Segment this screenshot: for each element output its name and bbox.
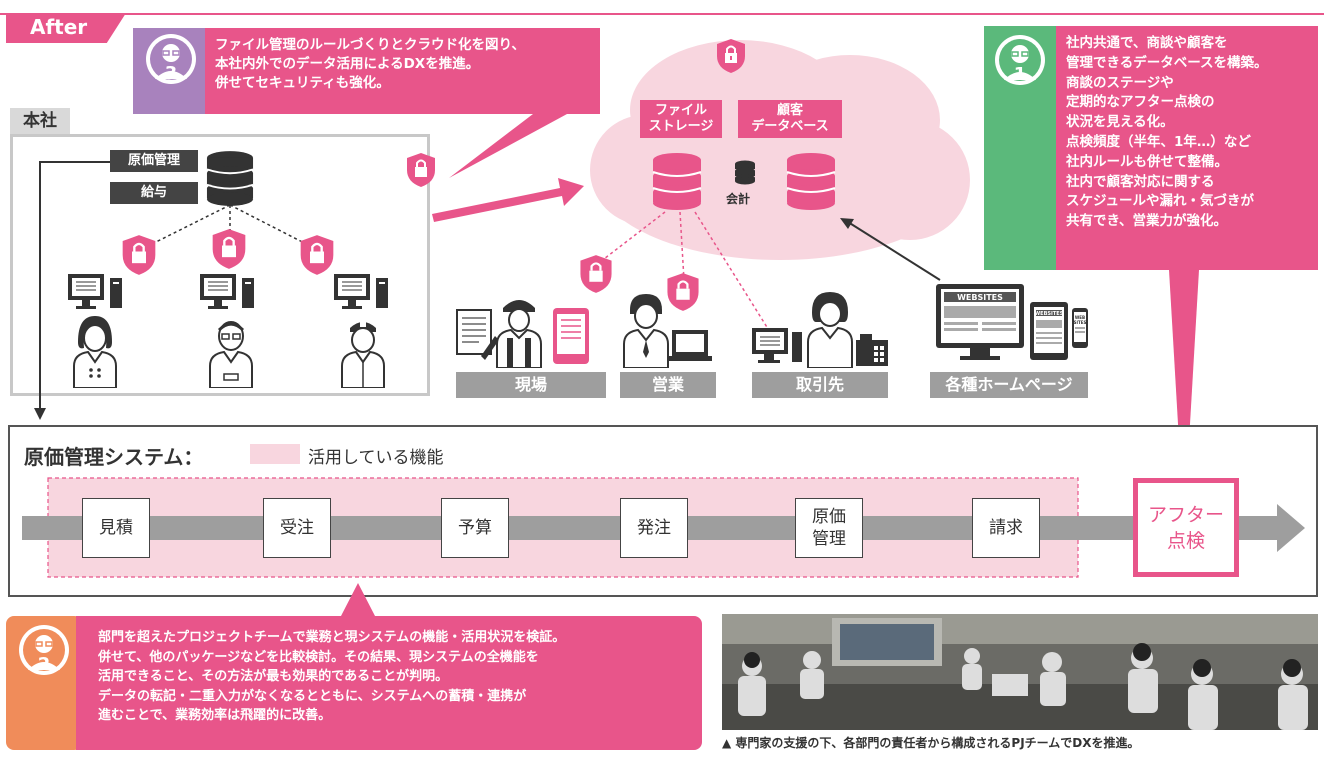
advisor-icon bbox=[995, 35, 1045, 85]
bubble-1-line: スケジュールや漏れ・気づきが bbox=[1066, 193, 1255, 210]
websites-phone-text-1: WEB bbox=[1075, 315, 1085, 320]
step-after-check: アフター 点検 bbox=[1133, 478, 1239, 577]
bubble-2-line: 併せて、他のパッケージなどを比較検討。その結果、現システムの全機能を bbox=[98, 649, 539, 665]
salary-label: 給与 bbox=[110, 182, 198, 204]
customer-db-icon bbox=[786, 153, 836, 210]
websites-icons: WEBSITES WEBSITES WEB SITES bbox=[936, 284, 1088, 360]
lock-icon bbox=[667, 273, 699, 311]
eigyo-icons bbox=[623, 294, 712, 368]
step-genka-kanri: 原価 管理 bbox=[795, 498, 863, 558]
hq-label: 本社 bbox=[10, 108, 70, 134]
bubble-1-line: 商談のステージや bbox=[1066, 74, 1174, 91]
bubble-2-line: 部門を超えたプロジェクトチームで業務と現システムの機能・活用状況を検証。 bbox=[98, 630, 566, 645]
file-storage-db-icon bbox=[652, 153, 702, 210]
photo-caption: ▲ 専門家の支援の下、各部門の責任者から構成されるPJチームでDXを推進。 bbox=[722, 736, 1140, 750]
bubble-2-number: 2 bbox=[37, 654, 51, 675]
bubble-2-text: 部門を超えたプロジェクトチームで業務と現システムの機能・活用状況を検証。 併せて… bbox=[98, 628, 565, 726]
computer-icon bbox=[200, 274, 254, 309]
cloud-lock-icon bbox=[717, 39, 745, 73]
torihikisaki-icons bbox=[752, 292, 888, 368]
bubble-1-line: 共有でき、営業力が強化。 bbox=[1066, 213, 1228, 230]
genba-icons bbox=[456, 300, 589, 368]
lock-icon bbox=[300, 235, 334, 275]
lock-icon bbox=[580, 255, 612, 293]
bubble-3-line: 併せてセキュリティも強化。 bbox=[215, 75, 390, 91]
bubble-1-line: 管理できるデータベースを構築。 bbox=[1066, 54, 1268, 71]
employee-worker-icon bbox=[341, 322, 385, 388]
employee-elderly-icon bbox=[209, 321, 253, 388]
lock-icon bbox=[407, 153, 435, 187]
lock-icon bbox=[212, 229, 246, 269]
customer-db-label: 顧客 データベース bbox=[738, 100, 842, 138]
legend-text: 活用している機能 bbox=[308, 448, 444, 468]
cost-mgmt-label: 原価管理 bbox=[110, 150, 198, 172]
file-storage-label: ファイル ストレージ bbox=[640, 100, 722, 138]
step-mitsumori: 見積 bbox=[82, 498, 150, 558]
bubble-1-line: 社内共通で、商談や顧客を bbox=[1066, 35, 1228, 51]
site-eigyo-label: 営業 bbox=[620, 372, 716, 398]
computer-icon bbox=[334, 274, 388, 309]
step-yosan: 予算 bbox=[441, 498, 509, 558]
bubble-2-avatar: 2 bbox=[18, 624, 70, 676]
bubble-1-number: 1 bbox=[1013, 64, 1027, 85]
header-rule bbox=[0, 13, 1324, 15]
bubble-1-line: 社内ルールも併せて整備。 bbox=[1066, 153, 1228, 170]
accounting-db-icon bbox=[735, 160, 755, 185]
after-tag: After bbox=[6, 13, 126, 43]
bubble-2-line: 進むことで、業務効率は飛躍的に改善。 bbox=[98, 708, 332, 723]
step-seikyu: 請求 bbox=[972, 498, 1040, 558]
employee-female-icon bbox=[73, 316, 117, 388]
legend-swatch bbox=[250, 444, 300, 464]
websites-large-text: WEBSITES bbox=[957, 293, 1003, 302]
bubble-1-line: 状況を見える化。 bbox=[1066, 114, 1174, 131]
bubble-2-line: 活用できること、その方法が最も効果的であることが判明。 bbox=[98, 669, 449, 684]
bubble-3-text: ファイル管理のルールづくりとクラウド化を図り、 本社内外でのデータ活用によるDX… bbox=[215, 36, 525, 93]
advisor-icon bbox=[19, 625, 69, 675]
site-genba-label: 現場 bbox=[456, 372, 606, 398]
step-hatchu: 発注 bbox=[620, 498, 688, 558]
site-homepages-label: 各種ホームページ bbox=[930, 372, 1088, 398]
computer-icon bbox=[68, 274, 122, 309]
bubble-3-shape bbox=[133, 28, 600, 178]
bubble-3-line: ファイル管理のルールづくりとクラウド化を図り、 bbox=[215, 37, 525, 53]
step-juchu: 受注 bbox=[263, 498, 331, 558]
hq-server-icon bbox=[206, 151, 254, 206]
meeting-photo bbox=[722, 614, 1318, 730]
cost-system-title: 原価管理システム： bbox=[24, 445, 204, 469]
websites-tablet-text: WEBSITES bbox=[1035, 311, 1064, 317]
advisor-icon bbox=[146, 34, 196, 84]
site-torihikisaki-label: 取引先 bbox=[752, 372, 888, 398]
bubble-1-avatar: 1 bbox=[994, 34, 1046, 86]
bubble-2-line: データの転記・二重入力がなくなるとともに、システムへの蓄積・連携が bbox=[98, 688, 527, 704]
bubble-1-line: 定期的なアフター点検の bbox=[1066, 94, 1215, 111]
bubble-3-number: 3 bbox=[164, 63, 178, 84]
bubble-3-line: 本社内外でのデータ活用によるDXを推進。 bbox=[215, 56, 480, 72]
lock-icon bbox=[122, 235, 156, 275]
bubble-1-text: 社内共通で、商談や顧客を 管理できるデータベースを構築。 商談のステージや 定期… bbox=[1066, 34, 1268, 232]
bubble-1-line: 点検頻度（半年、1年…）など bbox=[1066, 133, 1251, 150]
websites-phone-text-2: SITES bbox=[1074, 320, 1087, 325]
bubble-3-avatar: 3 bbox=[145, 33, 197, 85]
bubble-1-line: 社内で顧客対応に関する bbox=[1066, 173, 1215, 190]
accounting-label: 会計 bbox=[726, 192, 751, 206]
